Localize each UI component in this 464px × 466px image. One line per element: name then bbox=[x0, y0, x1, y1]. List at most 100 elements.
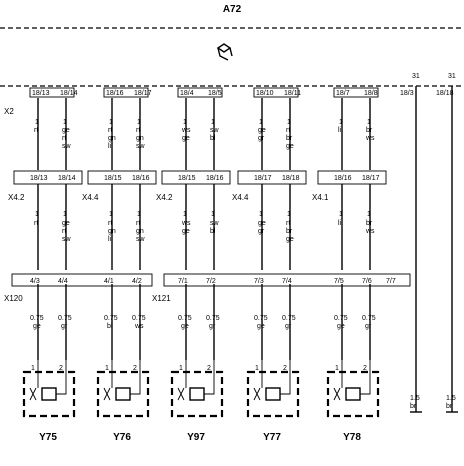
bottom-pin-label: 7/6 bbox=[362, 278, 372, 285]
ground-tap-label: 31 bbox=[448, 73, 456, 80]
valve-pin-label: 1 bbox=[255, 365, 259, 372]
mid-pin-label: 18/16 bbox=[132, 175, 150, 182]
mid-pin-label: 18/17 bbox=[362, 175, 380, 182]
wire-color-label: rt bbox=[34, 127, 38, 134]
module-label: A72 bbox=[223, 4, 242, 15]
bottom-pin-label: 4/1 bbox=[104, 278, 114, 285]
valve-pin-label: 2 bbox=[283, 365, 287, 372]
wire-size-label: 1 bbox=[109, 119, 113, 126]
wire-color-label: bl bbox=[210, 135, 216, 142]
valve-diode-icon bbox=[177, 387, 185, 401]
wire-color-label: br bbox=[366, 220, 373, 227]
bottom-pin-label: 7/2 bbox=[206, 278, 216, 285]
mid-connector-label: X4.4 bbox=[232, 193, 249, 202]
valve-label: Y76 bbox=[113, 432, 131, 443]
mid-pin-label: 18/13 bbox=[30, 175, 48, 182]
wire-color-label: gn bbox=[108, 228, 116, 235]
valve-lead bbox=[111, 360, 141, 395]
wire-color-label: ge bbox=[257, 323, 265, 330]
wire-color-label: gn bbox=[136, 135, 144, 142]
mid-connector-label: X4.2 bbox=[156, 193, 173, 202]
valve-coil-icon bbox=[189, 387, 205, 401]
wire-color-label: gr bbox=[61, 323, 68, 330]
valve-pin-label: 1 bbox=[335, 365, 339, 372]
valve-pin-label: 2 bbox=[207, 365, 211, 372]
wire-gauge-label: 0.75 bbox=[362, 315, 376, 322]
wire-color-label: ge bbox=[337, 323, 345, 330]
valve-pin-label: 2 bbox=[363, 365, 367, 372]
wire-gauge-label: 0.75 bbox=[58, 315, 72, 322]
wire-size-label: 1 bbox=[63, 119, 67, 126]
mid-connector-box bbox=[87, 170, 157, 185]
top-pin-label: 18/17 bbox=[134, 90, 152, 97]
wire-color-label: ge bbox=[181, 323, 189, 330]
valve-lead bbox=[261, 360, 291, 395]
mid-pin-label: 18/17 bbox=[254, 175, 272, 182]
wire-color-label: rt bbox=[34, 220, 38, 227]
mid-connector-box bbox=[13, 170, 83, 185]
wire-size-label: 1 bbox=[35, 119, 39, 126]
wire-size-label: 1 bbox=[287, 211, 291, 218]
wire-size-label: 1 bbox=[35, 211, 39, 218]
wire-gauge-label: 0.75 bbox=[254, 315, 268, 322]
wire-color-label: sw bbox=[62, 236, 72, 243]
valve-diode-icon bbox=[333, 387, 341, 401]
valve-coil-icon bbox=[345, 387, 361, 401]
ground-pin-label: 18/3 bbox=[400, 90, 414, 97]
mid-connector-box bbox=[161, 170, 231, 185]
wire-size-label: 1 bbox=[367, 119, 371, 126]
bottom-pin-label: 4/2 bbox=[132, 278, 142, 285]
wire-color-label: ge bbox=[286, 236, 294, 243]
bottom-pin-label: 7/1 bbox=[178, 278, 188, 285]
top-pin-label: 18/11 bbox=[284, 90, 301, 97]
valve-label: Y75 bbox=[39, 432, 57, 443]
wire-size-label: 1 bbox=[339, 119, 343, 126]
valve-diode-icon bbox=[103, 387, 111, 401]
bottom-pin-label: 7/5 bbox=[334, 278, 344, 285]
wire-color-label: li bbox=[338, 127, 342, 134]
extra-pin-label: 7/7 bbox=[386, 278, 396, 285]
top-pin-label: 18/13 bbox=[32, 90, 50, 97]
wire-color-label: sw bbox=[210, 127, 220, 134]
wire-color-label: ge bbox=[182, 228, 190, 235]
wire-color-label: ws bbox=[365, 135, 375, 142]
wire-size-label: 1 bbox=[259, 119, 263, 126]
top-pin-box bbox=[103, 87, 149, 98]
bottom-pin-label: 4/4 bbox=[58, 278, 68, 285]
mid-connector-box bbox=[237, 170, 307, 185]
wire-color-label: ws bbox=[134, 323, 144, 330]
wire-color-label: ge bbox=[258, 220, 266, 227]
valve-housing bbox=[246, 370, 300, 418]
bottom-connector-label: X121 bbox=[152, 294, 171, 303]
top-pin-label: 18/16 bbox=[106, 90, 124, 97]
mid-pin-label: 18/15 bbox=[104, 175, 122, 182]
valve-label: Y78 bbox=[343, 432, 361, 443]
wire-size-label: 1 bbox=[211, 211, 215, 218]
wire-color-label: rt bbox=[286, 127, 290, 134]
wire-color-label: gr bbox=[365, 323, 372, 330]
wire-color-label: ws bbox=[181, 220, 191, 227]
mid-pin-label: 18/18 bbox=[282, 175, 300, 182]
wire-color-label: ws bbox=[181, 127, 191, 134]
top-pin-box bbox=[253, 87, 299, 98]
ground-wire-color: br bbox=[410, 403, 417, 410]
valve-diode-icon bbox=[253, 387, 261, 401]
wire-color-label: sw bbox=[136, 143, 146, 150]
wire-color-label: sw bbox=[210, 220, 220, 227]
wire-color-label: sw bbox=[62, 143, 72, 150]
x121-connector-box bbox=[163, 273, 411, 287]
wire-gauge-label: 0.75 bbox=[282, 315, 296, 322]
wire-size-label: 1 bbox=[109, 211, 113, 218]
mid-connector-label: X4.2 bbox=[8, 193, 25, 202]
mid-connector-label: X4.4 bbox=[82, 193, 99, 202]
valve-label: Y97 bbox=[187, 432, 205, 443]
wire-color-label: br bbox=[366, 127, 373, 134]
